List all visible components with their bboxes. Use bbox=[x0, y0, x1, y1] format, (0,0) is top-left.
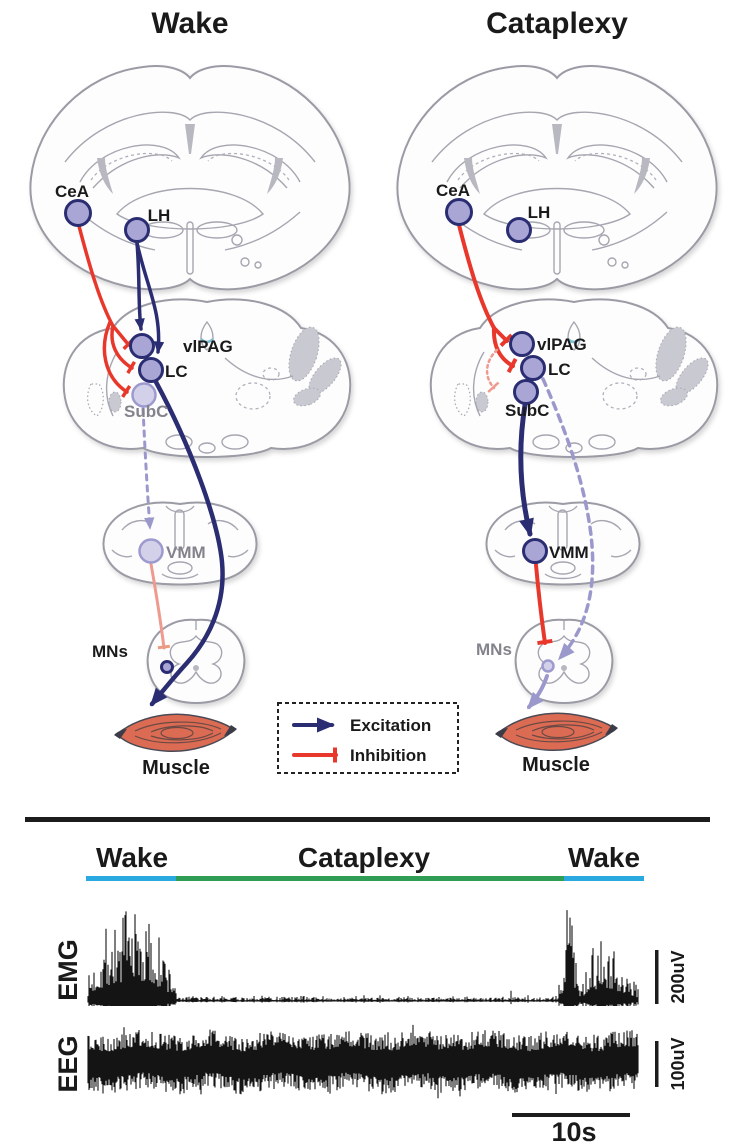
eeg-axis-label: EEG bbox=[53, 1035, 83, 1092]
wake-node-subc bbox=[131, 382, 157, 408]
cataplexy-label-subc: SubC bbox=[505, 401, 549, 420]
wake-edge-cea-lc bbox=[110, 324, 136, 374]
wake-edge-lh-lc bbox=[135, 241, 165, 354]
cataplexy-title: Cataplexy bbox=[486, 7, 628, 40]
cataplexy-node-cea bbox=[445, 198, 473, 226]
cataplexy-edge-vlpag-subc bbox=[485, 348, 500, 393]
wake-label-cea: CeA bbox=[55, 182, 89, 201]
cataplexy-label-lc: LC bbox=[548, 360, 571, 379]
wake-edge-lc-muscle bbox=[149, 379, 225, 707]
cataplexy-node-mn bbox=[541, 659, 555, 673]
emg-scale-label: 200uV bbox=[668, 950, 688, 1003]
wake-node-mn bbox=[160, 660, 174, 674]
cataplexy-edge-subc-vmm bbox=[518, 402, 534, 537]
eeg-trace bbox=[87, 1024, 639, 1099]
wake-node-vmm bbox=[138, 538, 164, 564]
state-label-wake-1: Wake bbox=[96, 842, 168, 873]
cataplexy-edge-vmm-mns bbox=[534, 563, 553, 646]
wake-edge-subc-vmm bbox=[141, 407, 155, 530]
cataplexy-panel: Cataplexy CeA LH vlPAG LC SubC VMM bbox=[396, 7, 719, 776]
wake-node-cea bbox=[64, 199, 92, 227]
wake-label-mns: MNs bbox=[92, 642, 128, 661]
legend-inhibition-label: Inhibition bbox=[350, 746, 426, 765]
wake-node-vlpag bbox=[129, 333, 155, 359]
state-label-cataplexy: Cataplexy bbox=[298, 842, 431, 873]
cataplexy-label-lh: LH bbox=[528, 203, 551, 222]
cataplexy-edge-mns-muscle bbox=[527, 674, 549, 710]
state-label-wake-2: Wake bbox=[568, 842, 640, 873]
wake-label-vmm: VMM bbox=[166, 543, 206, 562]
cataplexy-label-mns: MNs bbox=[476, 640, 512, 659]
cataplexy-edge-cea-lc bbox=[491, 326, 518, 374]
wake-label-vlpag: vlPAG bbox=[183, 337, 233, 356]
cataplexy-label-vlpag: vlPAG bbox=[537, 335, 587, 354]
cataplexy-node-vmm bbox=[522, 538, 548, 564]
wake-label-lh: LH bbox=[148, 206, 171, 225]
wake-edge-vmm-mns bbox=[149, 562, 171, 650]
wake-edge-cea-vlpag bbox=[111, 324, 135, 351]
legend-box bbox=[277, 702, 459, 774]
wake-panel: Wake CeA LH vlPAG LC SubC VMM bbox=[29, 7, 352, 779]
eeg-scale-label: 100uV bbox=[668, 1037, 688, 1090]
panel-divider bbox=[25, 817, 710, 822]
cataplexy-label-muscle: Muscle bbox=[522, 754, 590, 776]
legend: Excitation Inhibition bbox=[277, 702, 459, 774]
cataplexy-label-vmm: VMM bbox=[549, 543, 589, 562]
wake-title: Wake bbox=[151, 7, 228, 40]
wake-label-subc: SubC bbox=[124, 402, 168, 421]
muscle-drawing bbox=[494, 712, 619, 752]
cataplexy-node-vlpag bbox=[509, 331, 535, 357]
wake-edge-cea-trunk bbox=[77, 224, 115, 328]
state-bar-wake-1 bbox=[86, 876, 176, 881]
cataplexy-label-cea: CeA bbox=[436, 181, 470, 200]
forebrain-slice bbox=[29, 65, 351, 291]
forebrain-slice bbox=[396, 65, 718, 291]
wake-label-lc: LC bbox=[165, 362, 188, 381]
wake-node-lc bbox=[138, 357, 164, 383]
muscle-drawing bbox=[113, 713, 238, 753]
emg-trace bbox=[87, 910, 639, 1006]
emg-axis-label: EMG bbox=[53, 939, 83, 1001]
circuit-diagram: Wake CeA LH vlPAG LC SubC VMM bbox=[29, 7, 719, 779]
trace-panel: Wake Cataplexy Wake EMG EEG 200uV 100uV … bbox=[25, 817, 710, 1147]
eeg-scale-bar bbox=[655, 1041, 659, 1087]
time-scale-bar bbox=[512, 1113, 630, 1117]
legend-excitation-label: Excitation bbox=[350, 716, 431, 735]
cataplexy-node-subc bbox=[513, 379, 539, 405]
cataplexy-node-lh bbox=[506, 217, 532, 243]
emg-scale-bar bbox=[655, 950, 659, 1004]
state-bar-wake-2 bbox=[564, 876, 644, 881]
cataplexy-node-lc bbox=[520, 355, 546, 381]
wake-label-muscle: Muscle bbox=[142, 757, 210, 779]
spinal-cord-slice bbox=[514, 618, 614, 704]
cataplexy-edge-lc-mns bbox=[541, 377, 595, 661]
pons-slice bbox=[62, 298, 352, 459]
wake-edge-cea-subc bbox=[102, 320, 132, 398]
state-bar-cataplexy bbox=[176, 876, 564, 881]
cataplexy-edge-cea-trunk bbox=[457, 223, 496, 330]
wake-node-lh bbox=[124, 217, 150, 243]
pons-slice bbox=[429, 298, 719, 459]
time-scale-label: 10s bbox=[551, 1117, 596, 1147]
